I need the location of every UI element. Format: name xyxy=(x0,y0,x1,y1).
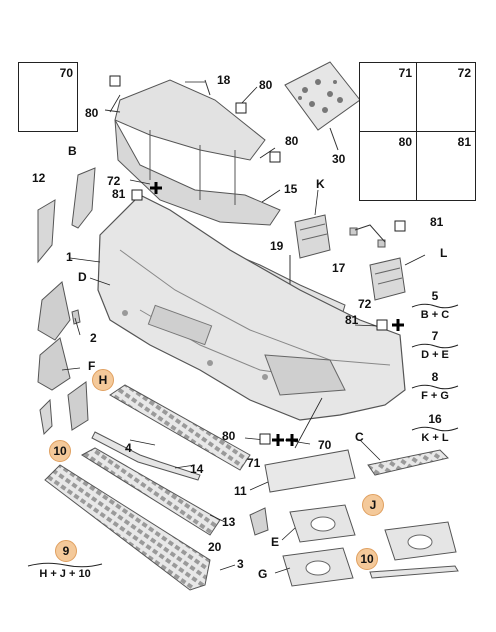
label-72-bottom: 72 xyxy=(358,297,372,311)
clip-2 xyxy=(71,309,81,325)
combo-5: 5 B + C xyxy=(410,289,460,321)
bracket-12 xyxy=(37,199,56,264)
clip-20 xyxy=(249,507,269,536)
callout-10-left: 10 xyxy=(49,440,71,462)
callout-H: H xyxy=(92,369,114,391)
leader-lines xyxy=(61,81,426,574)
strip-10-right xyxy=(369,565,459,579)
label-L: L xyxy=(440,246,448,260)
label-81-bottom: 81 xyxy=(345,313,359,327)
box-70-number: 70 xyxy=(59,66,73,80)
label-14: 14 xyxy=(190,462,204,476)
fog-bezel-J xyxy=(384,521,457,561)
label-80-top-left: 80 xyxy=(85,106,99,120)
clips-17 xyxy=(349,224,386,248)
trim-11 xyxy=(264,449,356,493)
label-F: F xyxy=(88,359,96,373)
label-20: 20 xyxy=(208,540,222,554)
callout-10-right: 10 xyxy=(356,548,378,570)
label-2: 2 xyxy=(90,331,97,345)
combo-9-parts: H + J + 10 xyxy=(39,568,91,580)
label-B: B xyxy=(68,144,77,158)
bumper-cover-1 xyxy=(97,194,406,421)
label-71: 71 xyxy=(247,456,261,470)
label-K: K xyxy=(316,177,325,191)
label-19: 19 xyxy=(270,239,284,253)
combo-7-number: 7 xyxy=(431,329,439,343)
callout-J: J xyxy=(362,494,384,516)
label-11: 11 xyxy=(234,484,247,498)
label-81-right: 81 xyxy=(430,215,444,229)
label-C: C xyxy=(355,430,364,444)
tilde-icon xyxy=(411,303,459,309)
strip-10-left xyxy=(39,398,53,436)
box-81-number: 81 xyxy=(457,135,471,149)
label-81-left: 81 xyxy=(112,187,126,201)
label-3: 3 xyxy=(237,557,244,571)
tilde-icon xyxy=(411,384,459,390)
bracket-H xyxy=(67,381,89,431)
plus-markers xyxy=(150,182,404,446)
box-70: 70 xyxy=(18,62,78,132)
callout-9: 9 xyxy=(55,540,77,562)
label-12: 12 xyxy=(32,171,46,185)
liner-D xyxy=(37,281,71,341)
tilde-icon xyxy=(411,426,459,432)
combo-16: 16 K + L xyxy=(410,412,460,444)
tilde-icon xyxy=(411,343,459,349)
fog-bezel-G xyxy=(282,547,354,587)
combo-7-parts: D + E xyxy=(421,349,449,361)
box-81: 81 xyxy=(416,131,476,201)
box-71-number: 71 xyxy=(398,66,412,80)
label-1: 1 xyxy=(66,250,73,264)
combo-5-number: 5 xyxy=(431,289,439,303)
combo-8-parts: F + G xyxy=(421,390,449,402)
label-80-top-right: 80 xyxy=(259,78,273,92)
box-72-number: 72 xyxy=(457,66,471,80)
label-70: 70 xyxy=(318,438,332,452)
label-E: E xyxy=(271,535,280,549)
combo-7: 7 D + E xyxy=(410,329,460,361)
label-4: 4 xyxy=(125,441,132,455)
lower-grille-3 xyxy=(44,464,211,591)
label-30: 30 xyxy=(332,152,346,166)
tilde-icon xyxy=(27,562,103,568)
box-80-number: 80 xyxy=(398,135,412,149)
label-G: G xyxy=(258,567,268,581)
combo-8: 8 F + G xyxy=(410,370,460,402)
upper-support-18 xyxy=(104,79,281,226)
label-80-mid: 80 xyxy=(285,134,299,148)
trim-C xyxy=(367,449,449,476)
bracket-L xyxy=(369,257,406,301)
box-72: 72 xyxy=(416,62,476,132)
chrome-strip-14 xyxy=(91,431,201,481)
combo-9: H + J + 10 xyxy=(26,562,104,580)
box-80: 80 xyxy=(359,131,417,201)
label-D: D xyxy=(78,270,87,284)
label-80-bottom: 80 xyxy=(222,429,236,443)
label-17: 17 xyxy=(332,261,346,275)
label-15: 15 xyxy=(284,182,298,196)
combo-8-number: 8 xyxy=(431,370,439,384)
liner-F xyxy=(37,337,71,391)
bracket-B xyxy=(71,167,96,229)
label-72-top: 72 xyxy=(107,174,121,188)
combo-5-parts: B + C xyxy=(420,309,450,321)
fog-bezel-E xyxy=(289,504,356,543)
combo-16-parts: K + L xyxy=(421,432,449,444)
combo-16-number: 16 xyxy=(428,412,442,426)
label-18: 18 xyxy=(217,73,231,87)
upper-grille-4 xyxy=(109,384,251,471)
label-13: 13 xyxy=(222,515,236,529)
box-71: 71 xyxy=(359,62,417,132)
fastener-bag-30 xyxy=(284,61,361,151)
square-markers xyxy=(109,75,406,445)
bracket-K xyxy=(294,214,331,259)
